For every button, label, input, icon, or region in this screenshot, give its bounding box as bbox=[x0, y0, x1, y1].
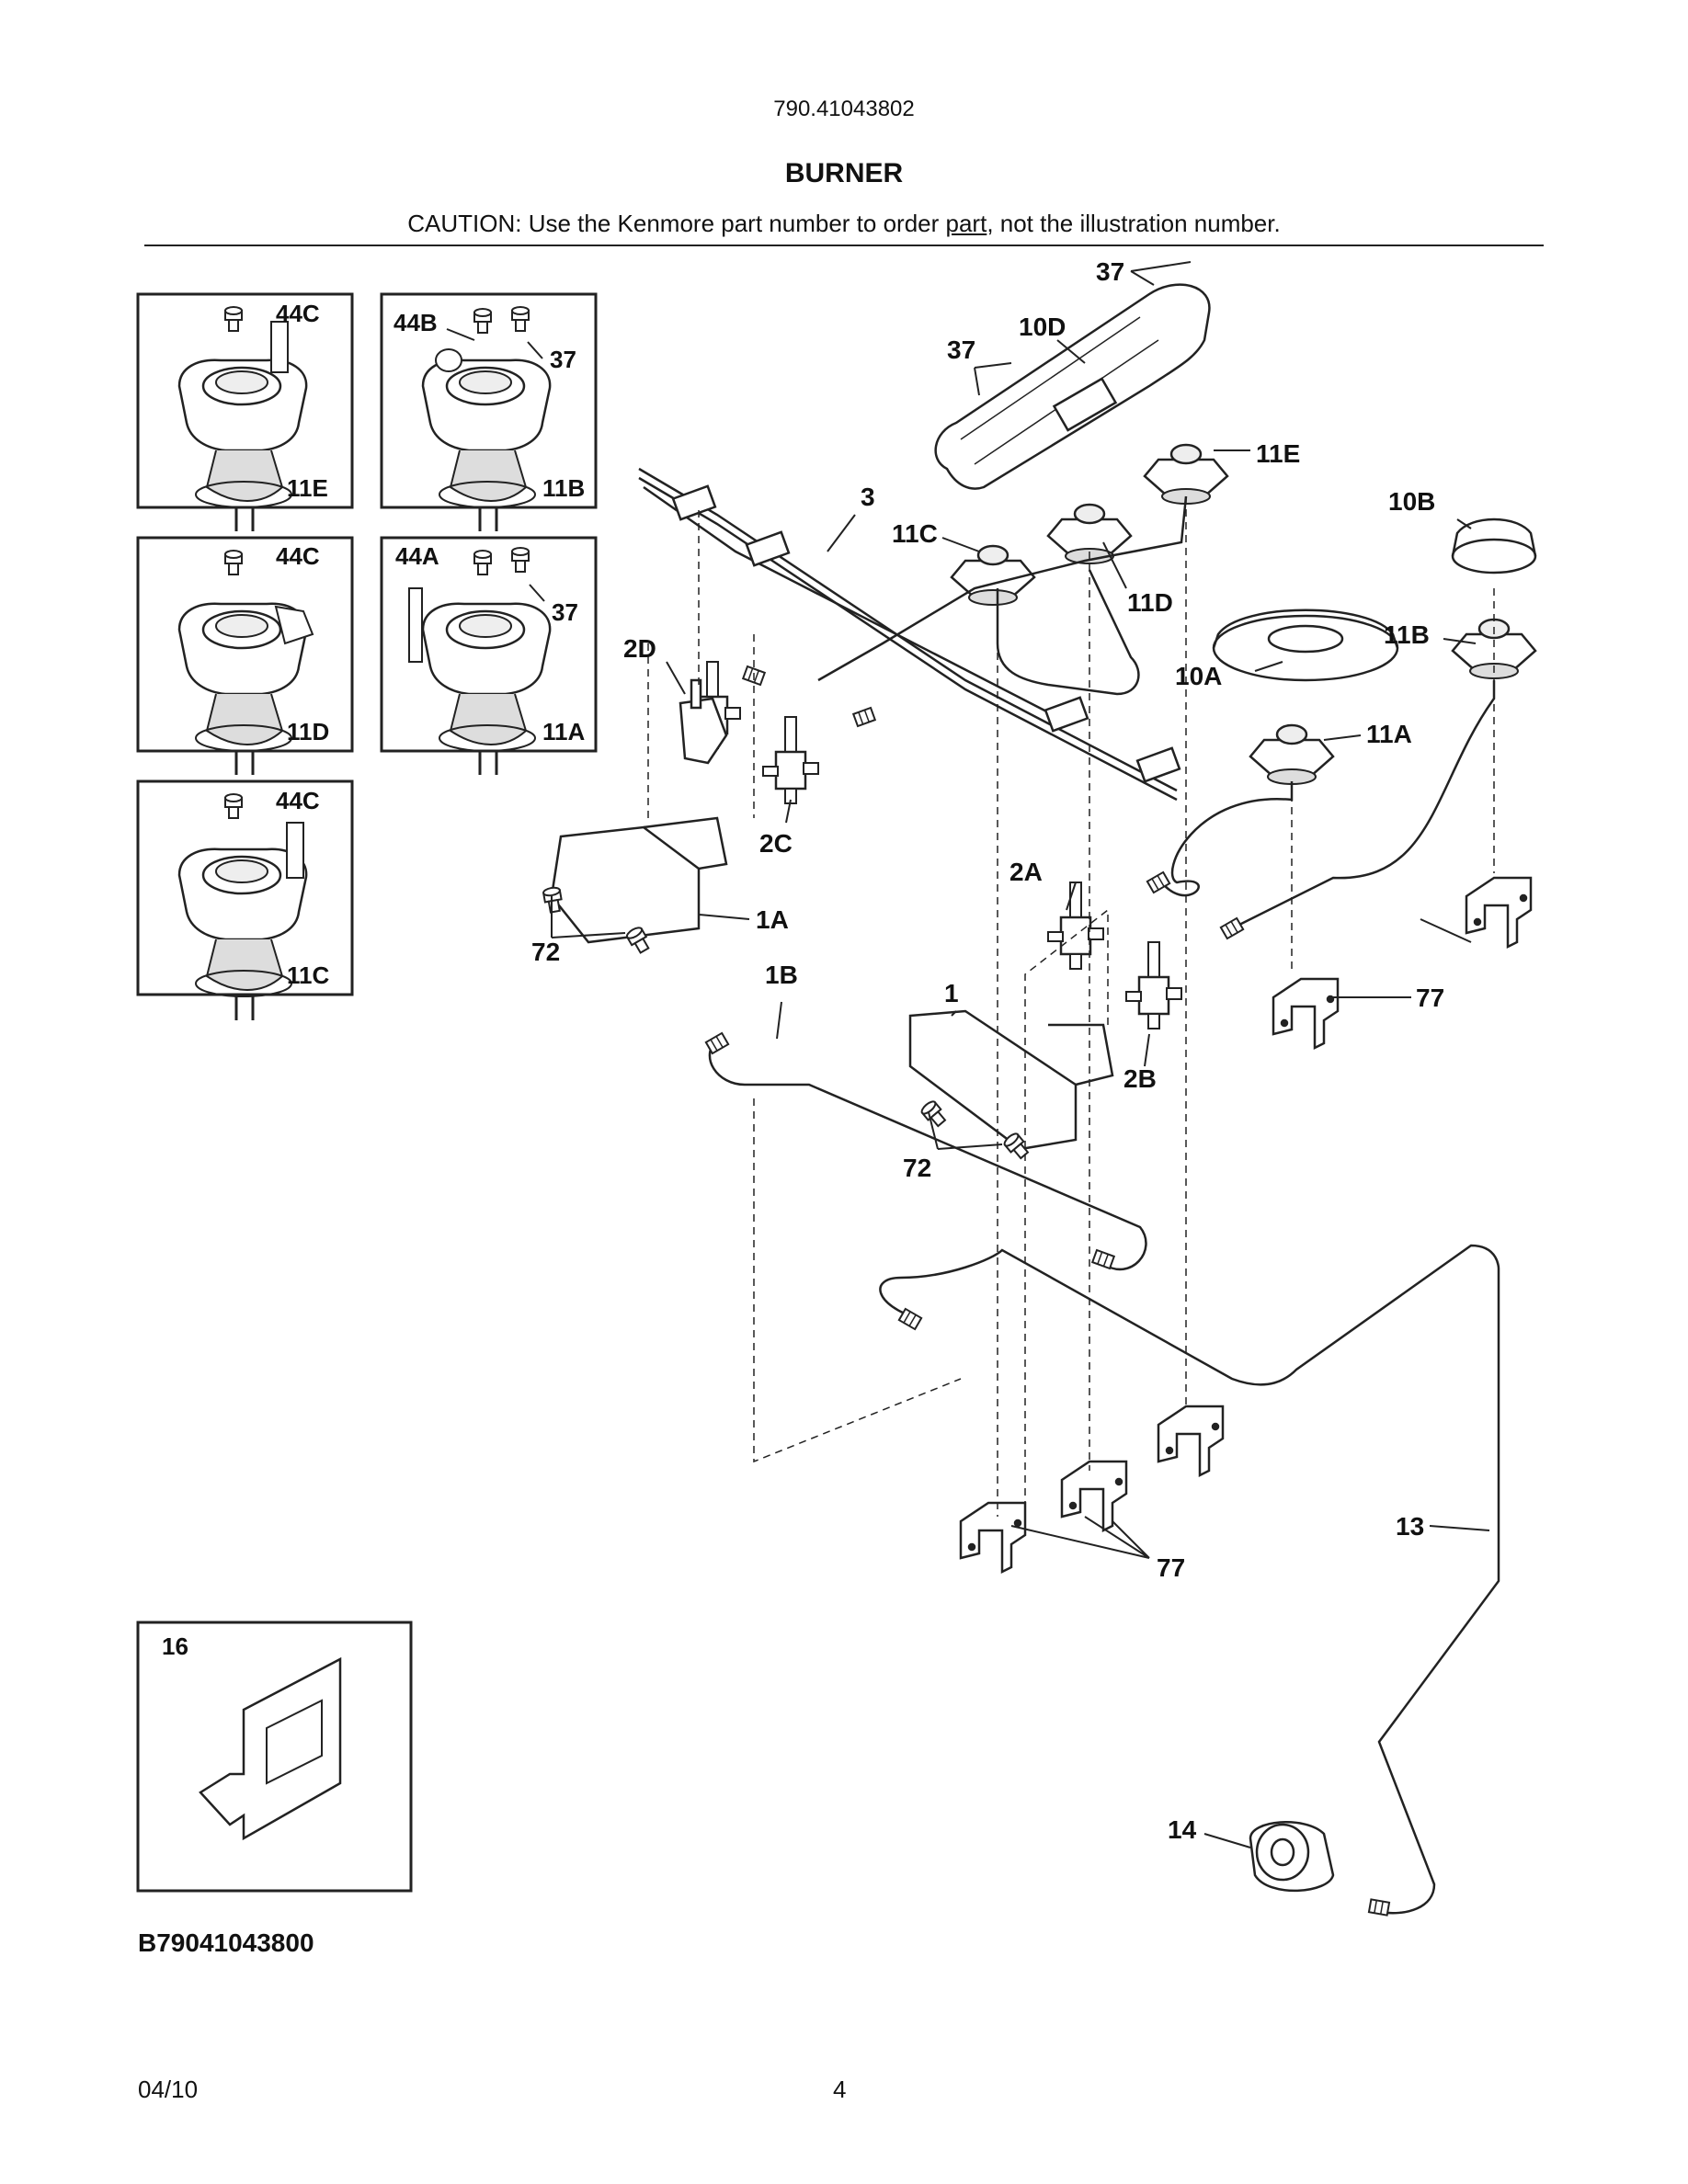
callout-11A: 11A bbox=[1366, 720, 1412, 748]
callout-2D: 2D bbox=[623, 634, 656, 663]
callout-1A: 1A bbox=[756, 905, 789, 934]
inset-11b-burner-label: 11B bbox=[542, 474, 585, 502]
inset-11e-burner-label: 11E bbox=[287, 474, 328, 502]
inset-11c: 44C 11C bbox=[136, 779, 354, 1022]
inset-11e-screw-label: 44C bbox=[276, 300, 320, 327]
inset-11a-extra-label: 37 bbox=[552, 598, 578, 626]
callout-11C: 11C bbox=[892, 519, 938, 548]
inset-11e: 44C 11E bbox=[136, 292, 354, 533]
callout-11E: 11E bbox=[1256, 439, 1300, 468]
callout-10A: 10A bbox=[1175, 662, 1222, 690]
inset-11a: 44A 37 11A bbox=[380, 536, 598, 777]
callout-1B: 1B bbox=[765, 961, 798, 989]
callout-14: 14 bbox=[1168, 1815, 1197, 1844]
callout-77-right: 77 bbox=[1416, 984, 1444, 1012]
inset-11b-screw-label: 44B bbox=[393, 309, 438, 336]
callout-37-top: 37 bbox=[1096, 257, 1124, 286]
inset-11d-burner-label: 11D bbox=[287, 718, 329, 745]
main-assembly bbox=[542, 283, 1537, 1917]
inset-11b: 44B 37 11B bbox=[380, 292, 598, 533]
callout-labels: 37 37 10D 11E 3 11C 10B 11D 2D 11B 10A 1… bbox=[531, 257, 1444, 1844]
callout-77-bottom: 77 bbox=[1157, 1553, 1185, 1582]
callout-11D: 11D bbox=[1127, 588, 1173, 617]
inset-11b-extra-label: 37 bbox=[550, 346, 576, 373]
caution-text-underlined: part bbox=[945, 210, 987, 237]
inset-11d: 44C 11D bbox=[136, 536, 354, 777]
callout-10B: 10B bbox=[1388, 487, 1435, 516]
callout-72-center: 72 bbox=[903, 1154, 931, 1182]
callout-37-mid: 37 bbox=[947, 336, 975, 364]
drawing-code: B79041043800 bbox=[138, 1928, 314, 1957]
inset-11a-burner-label: 11A bbox=[542, 718, 585, 745]
callout-1: 1 bbox=[944, 979, 959, 1007]
callout-3: 3 bbox=[861, 483, 875, 511]
leader-lines bbox=[551, 261, 1490, 1848]
callout-72-left: 72 bbox=[531, 938, 560, 966]
caution-note: CAUTION: Use the Kenmore part number to … bbox=[0, 210, 1688, 238]
callout-2B: 2B bbox=[1123, 1064, 1157, 1093]
inset-11c-burner-label: 11C bbox=[287, 961, 329, 989]
caution-text-before: CAUTION: Use the Kenmore part number to … bbox=[407, 210, 946, 237]
page-number: 4 bbox=[833, 2076, 847, 2103]
callout-2A: 2A bbox=[1009, 858, 1043, 886]
page-date: 04/10 bbox=[138, 2076, 199, 2103]
caution-text-after: , not the illustration number. bbox=[987, 210, 1281, 237]
callout-10D: 10D bbox=[1019, 313, 1066, 341]
inset-16: 16 bbox=[136, 1621, 413, 1893]
header-divider bbox=[144, 245, 1544, 246]
inset-11a-screw-label: 44A bbox=[395, 542, 439, 570]
inset-11d-screw-label: 44C bbox=[276, 542, 320, 570]
callout-11B: 11B bbox=[1384, 620, 1430, 649]
inset-11c-screw-label: 44C bbox=[276, 787, 320, 814]
callout-2C: 2C bbox=[759, 829, 793, 858]
callout-13: 13 bbox=[1396, 1512, 1424, 1541]
inset-16-part-label: 16 bbox=[162, 1632, 188, 1660]
page-title: BURNER bbox=[784, 158, 904, 188]
model-number: 790.41043802 bbox=[773, 97, 915, 121]
